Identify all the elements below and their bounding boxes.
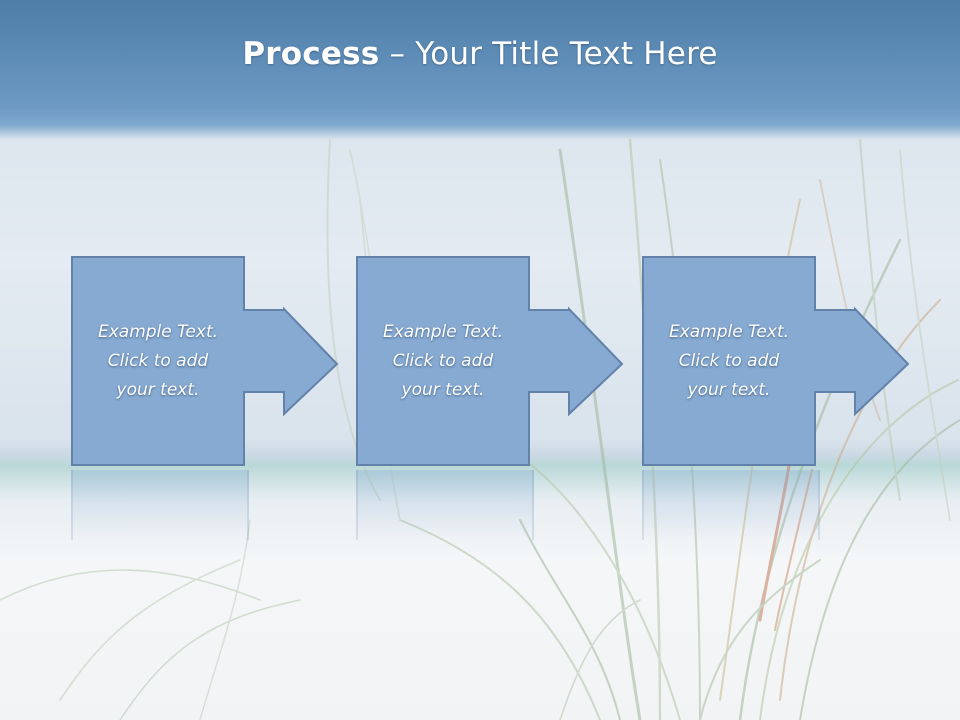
step-text: Example Text. Click to add your text.: [644, 256, 814, 466]
title-rest-part: – Your Title Text Here: [379, 36, 718, 72]
step-text-line: Click to add: [392, 350, 494, 371]
step-text-line: Click to add: [678, 350, 780, 371]
step-text-line: Click to add: [107, 350, 209, 371]
step-text: Example Text. Click to add your text.: [358, 256, 528, 466]
step-arrow-shape: [356, 256, 624, 466]
step-reflection: [642, 470, 820, 540]
process-step-1[interactable]: Example Text. Click to add your text.: [71, 256, 341, 468]
step-text-line: Example Text.: [668, 321, 790, 342]
step-reflection: [71, 470, 249, 540]
title-bar: Process – Your Title Text Here: [0, 0, 960, 130]
step-arrow-shape: [71, 256, 339, 466]
step-text-line: your text.: [687, 379, 771, 400]
step-text-line: Example Text.: [382, 321, 504, 342]
process-step-2[interactable]: Example Text. Click to add your text.: [356, 256, 626, 468]
step-text-line: your text.: [401, 379, 485, 400]
step-arrow-shape: [642, 256, 910, 466]
step-text: Example Text. Click to add your text.: [73, 256, 243, 466]
process-step-3[interactable]: Example Text. Click to add your text.: [642, 256, 912, 468]
step-text-line: your text.: [116, 379, 200, 400]
slide-title[interactable]: Process – Your Title Text Here: [242, 36, 717, 72]
step-reflection: [356, 470, 534, 540]
title-bold-part: Process: [242, 36, 380, 72]
step-text-line: Example Text.: [97, 321, 219, 342]
